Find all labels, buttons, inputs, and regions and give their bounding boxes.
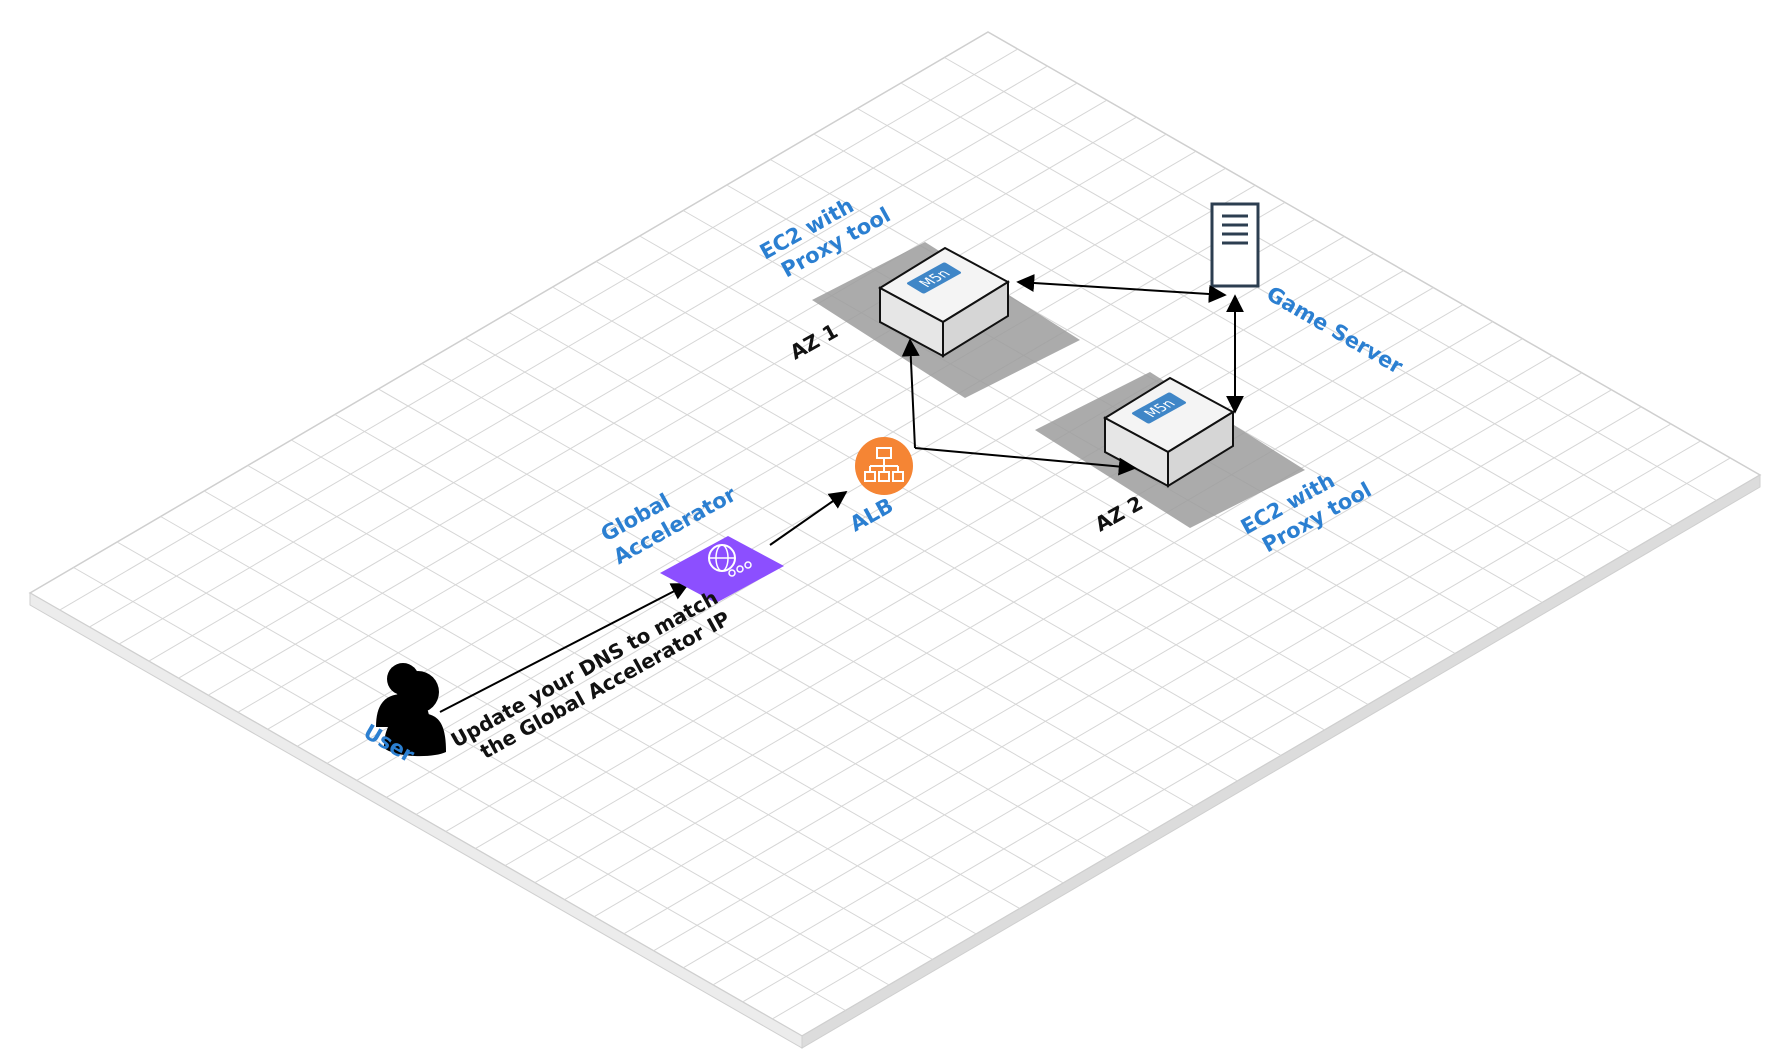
connections xyxy=(439,274,1244,713)
ec2-instance-2[interactable]: M5n xyxy=(1102,376,1236,488)
arrow-alb-to-ec2-2 xyxy=(914,447,1137,476)
grid-line xyxy=(160,516,933,960)
globe-network-icon[interactable] xyxy=(660,536,784,603)
arrow-user-to-accelerator xyxy=(439,583,690,713)
server-rack-icon[interactable] xyxy=(1210,202,1260,288)
grid-line xyxy=(247,465,1020,909)
grid-line xyxy=(291,439,1064,884)
user-silhouette-icon[interactable] xyxy=(376,663,446,757)
isometric-platform xyxy=(28,31,1762,1049)
grid-line xyxy=(944,57,1717,501)
grid-line xyxy=(595,261,1369,705)
grid-line xyxy=(73,567,846,1011)
grid-line xyxy=(508,312,1282,756)
grid-line xyxy=(421,363,1195,807)
grid-line xyxy=(203,490,977,935)
grid-line xyxy=(116,541,890,986)
hierarchy-network-icon[interactable] xyxy=(855,437,913,495)
ec2-1-right xyxy=(942,280,1009,358)
arrow-accelerator-to-alb xyxy=(769,490,848,546)
arrow-alb-to-ec2-1 xyxy=(901,338,920,449)
grid-line xyxy=(900,82,1674,527)
grid-line xyxy=(378,388,1151,833)
grid-line xyxy=(813,133,1587,578)
grid-line xyxy=(334,414,1108,858)
grid-line xyxy=(465,337,1238,782)
platform-right-side xyxy=(801,474,1761,1049)
ec2-2-right xyxy=(1167,410,1234,488)
m5n-badge-1 xyxy=(906,262,962,294)
grid-line xyxy=(552,286,1325,731)
platform-grid xyxy=(59,48,1731,1020)
arrow-ec2-1-to-game-server xyxy=(1016,274,1227,303)
m5n-badge-2 xyxy=(1131,392,1187,424)
ec2-instance-1[interactable]: M5n xyxy=(877,246,1011,358)
